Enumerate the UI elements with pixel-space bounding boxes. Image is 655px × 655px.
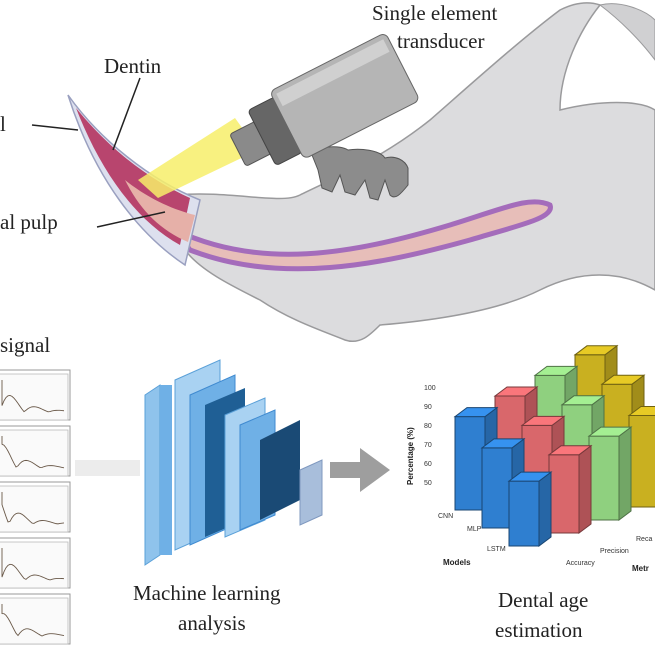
signal-panel [0, 369, 71, 421]
dental-pulp [125, 180, 195, 242]
y-tick-label: 70 [424, 442, 432, 449]
signal-panel [0, 481, 71, 533]
signal-label: signal [0, 333, 50, 357]
bar-accuracy-lstm [507, 471, 553, 547]
ml-label-2: analysis [178, 611, 246, 635]
neural-network-icon [144, 359, 323, 566]
signal-waveform [1, 604, 65, 637]
arrow-right [330, 448, 390, 492]
signal-waveform [1, 436, 65, 469]
arrow-connector [75, 460, 140, 476]
ultrasound-beam [138, 118, 258, 198]
y-tick-label: 50 [424, 480, 432, 487]
dentin-label: Dentin [104, 54, 162, 78]
bar3d-chart: Percentage (%) 100 90 80 70 60 50 CNN MLP LST… [406, 344, 655, 573]
transducer-label: Single element [372, 1, 498, 25]
transducer-label-2: transducer [397, 29, 484, 53]
model-label-cnn: CNN [438, 513, 453, 520]
bar-metric4-lstm [627, 406, 655, 508]
signal-panel [0, 425, 71, 477]
pulp-canal [173, 199, 553, 272]
metric-label-accuracy: Accuracy [566, 560, 595, 567]
model-label-mlp: MLP [467, 526, 482, 533]
y-tick-label: 80 [424, 423, 432, 430]
bar-precision-lstm [547, 444, 593, 534]
transducer [230, 34, 419, 166]
models-axis-label: Models [443, 558, 471, 567]
y-tick-label: 100 [424, 385, 436, 392]
signal-panel [0, 593, 71, 645]
model-label-lstm: LSTM [487, 546, 506, 553]
ml-label: Machine learning [133, 581, 281, 605]
signal-waveform [1, 380, 65, 413]
metrics-axis-label: Metr [632, 564, 649, 573]
age-label-2: estimation [495, 618, 583, 642]
bar-reca-lstm [587, 426, 633, 521]
y-tick-label: 90 [424, 404, 432, 411]
age-label: Dental age [498, 588, 588, 612]
metric-label-recall: Reca [636, 536, 652, 543]
jaw-bone [172, 2, 655, 342]
y-tick-label: 60 [424, 461, 432, 468]
pulp-label: al pulp [0, 210, 58, 234]
signal-panel [0, 537, 71, 589]
enamel-label: l [0, 112, 6, 136]
signal-waveform [1, 492, 65, 525]
leader-lines [31, 77, 166, 228]
signal-stack [0, 369, 71, 645]
metric-label-precision: Precision [600, 548, 629, 555]
condyle [598, 3, 655, 61]
molar-teeth [311, 146, 409, 201]
signal-waveform [1, 548, 65, 581]
y-axis-label: Percentage (%) [406, 427, 415, 485]
